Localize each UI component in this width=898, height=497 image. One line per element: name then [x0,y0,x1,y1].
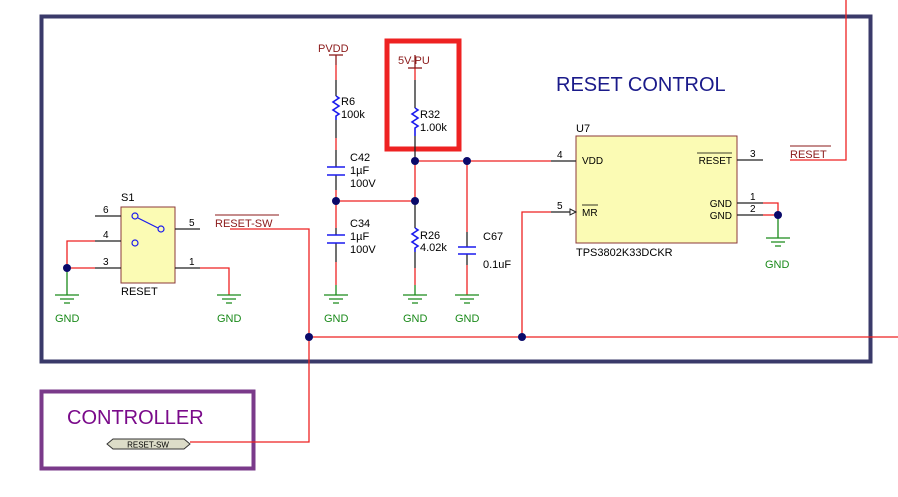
svg-text:R26: R26 [420,230,440,242]
svg-text:PVDD: PVDD [318,43,349,55]
svg-text:C34: C34 [350,218,370,230]
svg-text:R32: R32 [420,109,440,121]
svg-text:TPS3802K33DCKR: TPS3802K33DCKR [576,247,673,259]
svg-text:5: 5 [189,218,195,229]
svg-text:MR: MR [582,208,598,219]
svg-text:GND: GND [455,313,480,325]
svg-text:GND: GND [710,211,732,222]
gnd-c34: GND [324,294,349,325]
svg-text:1: 1 [750,192,756,203]
svg-text:1µF: 1µF [350,231,369,243]
svg-text:100k: 100k [341,109,365,121]
reset-net-label: RESET [790,149,827,161]
gnd-c67: GND [455,294,480,325]
gnd-s1-right: GND [217,294,242,325]
svg-text:4: 4 [557,150,563,161]
5v-pu-power-port: 5V-PU [398,55,430,69]
svg-text:U7: U7 [576,123,590,135]
svg-text:S1: S1 [121,192,134,204]
svg-text:1: 1 [189,257,195,268]
reset-control-sheet-border [39,14,873,364]
resistor-r26[interactable]: R26 4.02k [410,227,447,254]
svg-text:GND: GND [55,313,80,325]
ground-symbols: GND GND GND GND GND GND [55,237,790,325]
svg-text:C67: C67 [483,231,503,243]
svg-text:GND: GND [710,199,732,210]
capacitor-c67[interactable]: C67 0.1uF [458,231,511,271]
controller-title: CONTROLLER [67,407,204,429]
gnd-s1-left: GND [55,294,80,325]
capacitor-c34[interactable]: C34 1µF 100V [327,218,376,256]
pvdd-power-port: PVDD [318,43,349,56]
junctions [63,157,782,341]
controller-sheet-border [39,389,256,471]
svg-text:2: 2 [750,204,756,215]
port-label: RESET-SW [127,441,169,450]
svg-text:RESET: RESET [699,156,732,167]
svg-text:GND: GND [765,259,790,271]
svg-text:GND: GND [403,313,428,325]
svg-text:C42: C42 [350,152,370,164]
resistor-r6[interactable]: R6 100k [331,95,365,121]
svg-text:0.1uF: 0.1uF [483,259,511,271]
svg-text:3: 3 [750,149,756,160]
highlight-box [384,38,462,152]
gnd-u7: GND [765,237,790,271]
svg-text:100V: 100V [350,178,376,190]
svg-text:6: 6 [103,205,109,216]
svg-text:1µF: 1µF [350,165,369,177]
switch-s1[interactable]: S1 RESET 6 4 3 5 1 [95,192,200,298]
reset-control-title: RESET CONTROL [556,74,726,96]
svg-text:4: 4 [103,230,109,241]
capacitor-c42[interactable]: C42 1µF 100V [327,152,376,190]
svg-text:VDD: VDD [582,156,603,167]
svg-text:1.00k: 1.00k [420,122,447,134]
svg-text:5: 5 [557,201,563,212]
svg-text:5V-PU: 5V-PU [398,55,430,67]
svg-text:RESET: RESET [121,286,158,298]
svg-text:4.02k: 4.02k [420,242,447,254]
svg-text:GND: GND [324,313,349,325]
reset-sw-port[interactable]: RESET-SW [106,438,191,450]
resistor-r32[interactable]: R32 1.00k [410,107,447,136]
gnd-r26: GND [403,294,428,325]
svg-text:100V: 100V [350,244,376,256]
svg-text:3: 3 [103,257,109,268]
ic-u7[interactable]: U7 TPS3802K33DCKR 4 5 3 1 2 VDD MR RESET… [551,123,763,259]
svg-text:R6: R6 [341,96,355,108]
reset-sw-net-label: RESET-SW [215,218,273,230]
svg-text:GND: GND [217,313,242,325]
